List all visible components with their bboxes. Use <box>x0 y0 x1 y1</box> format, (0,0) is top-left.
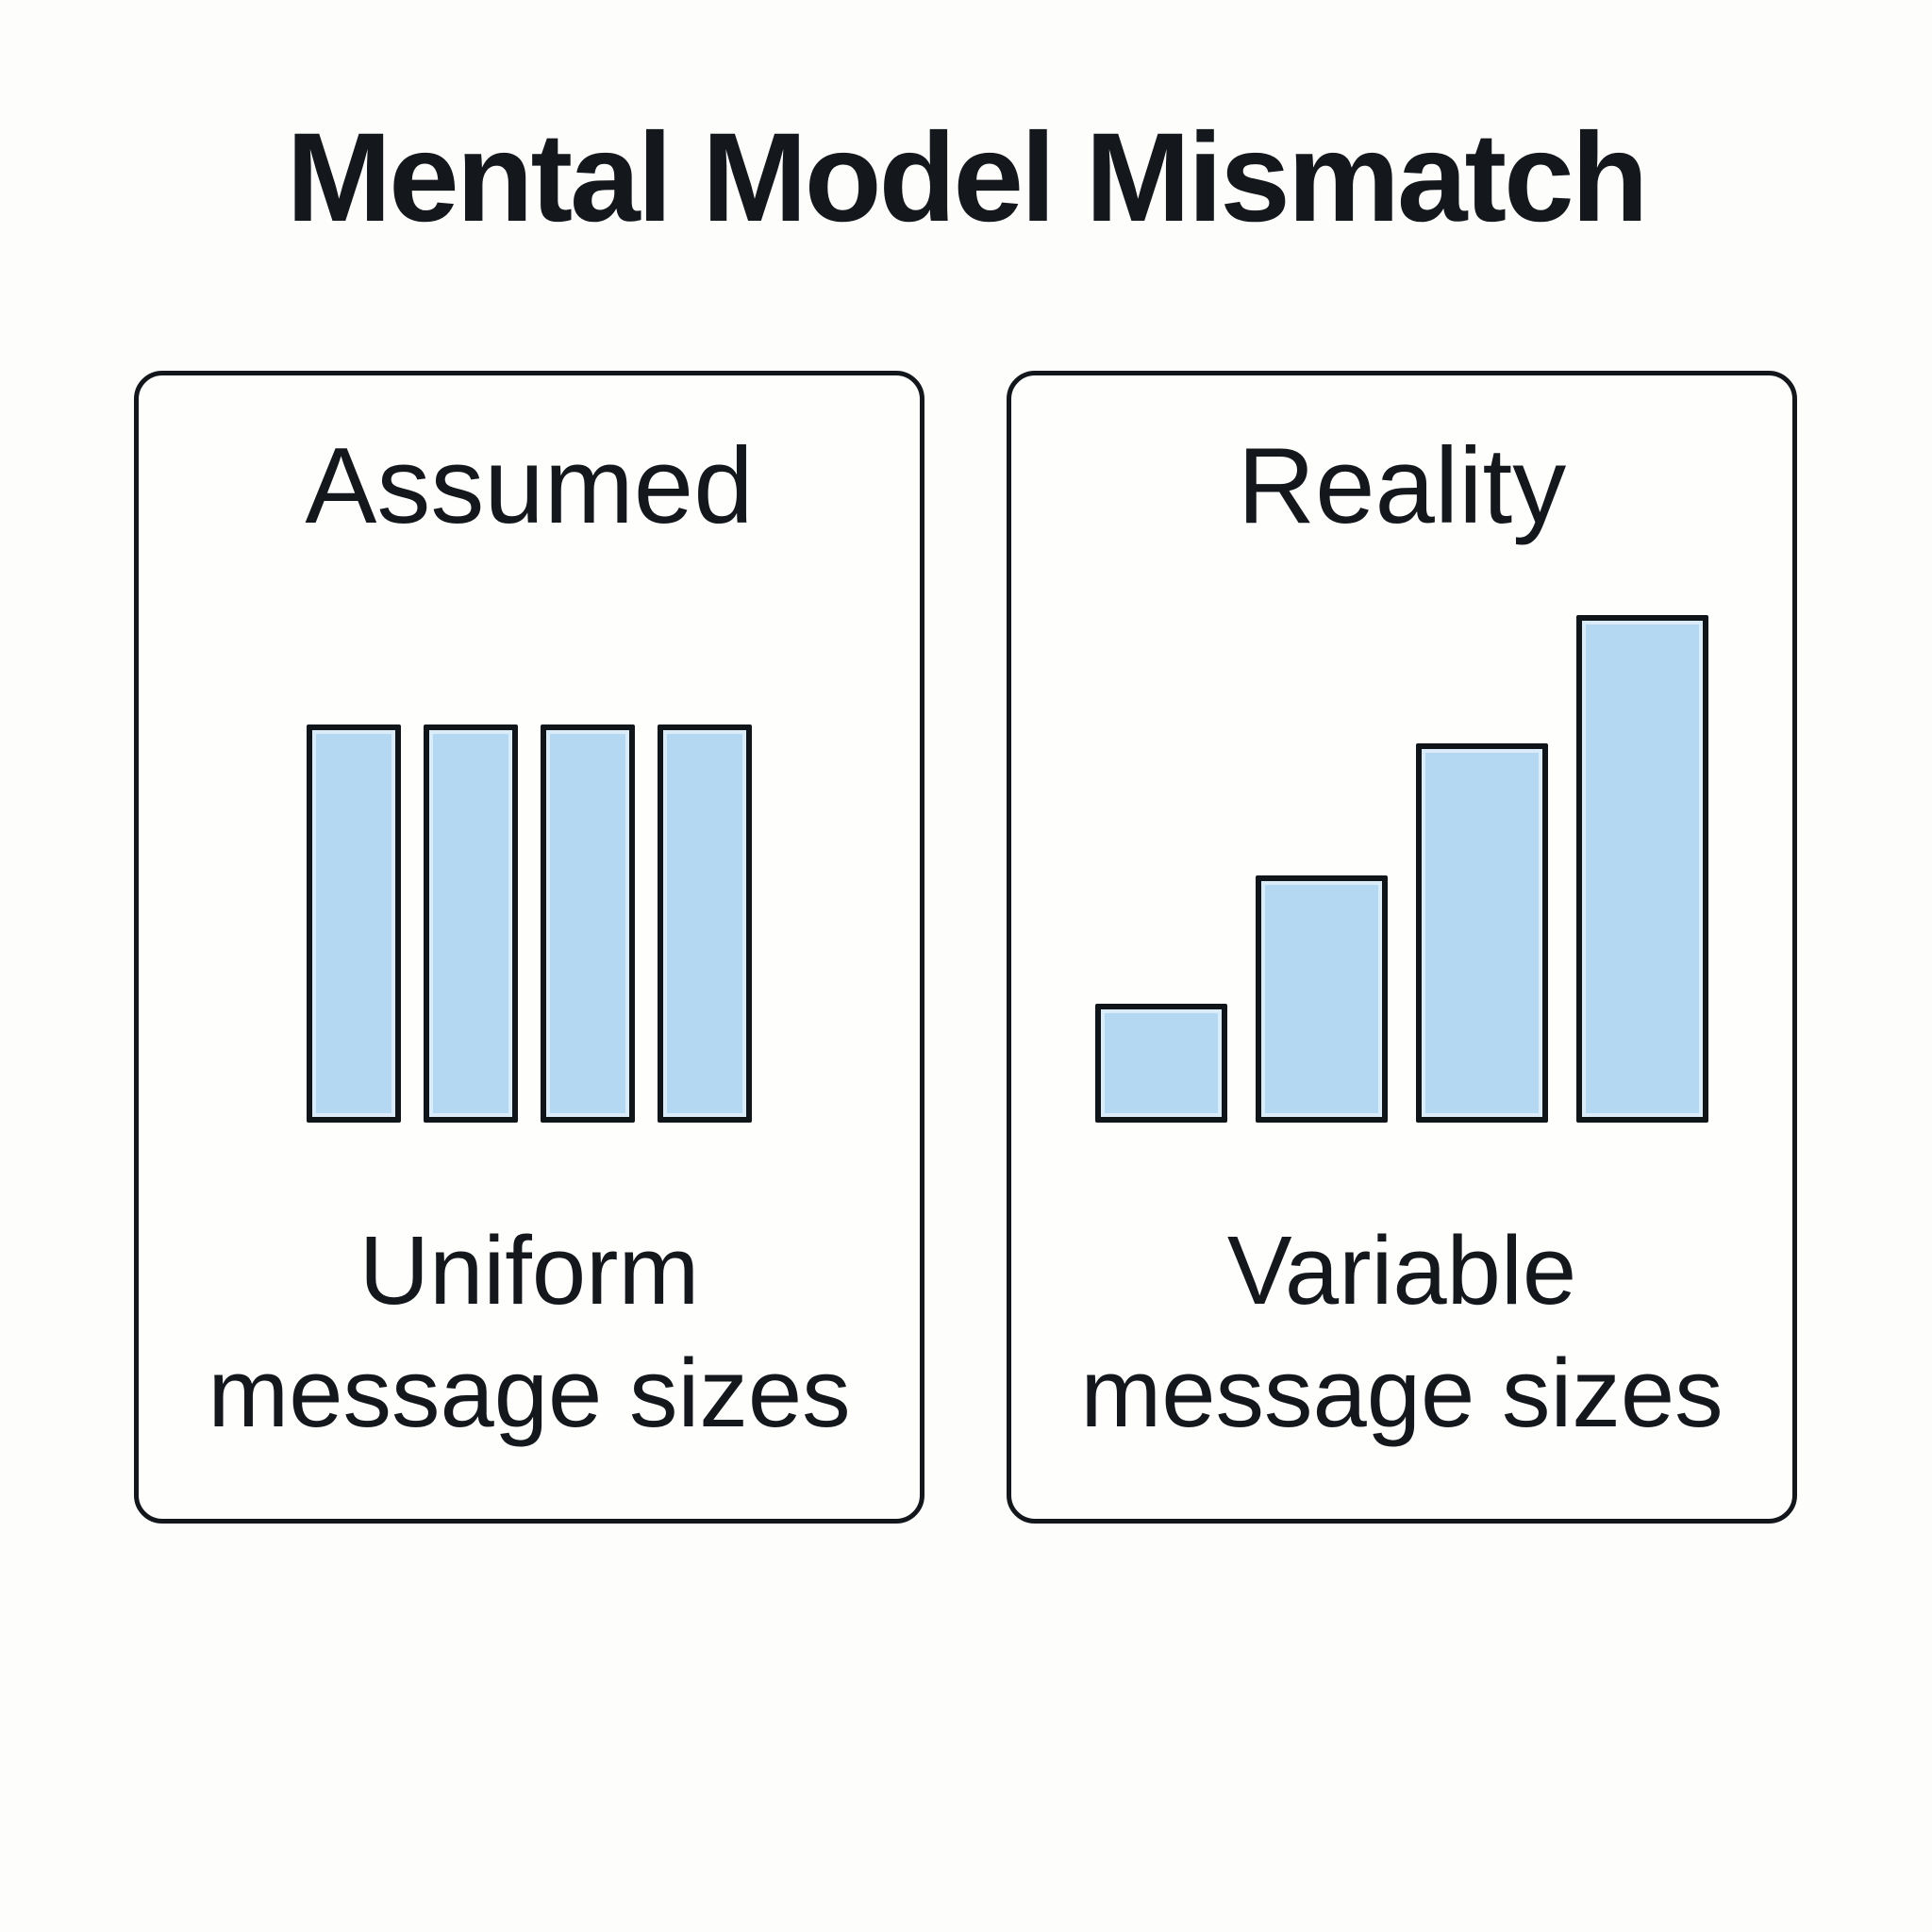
panel-reality-heading: Reality <box>1237 426 1567 546</box>
bar <box>424 724 518 1123</box>
bar <box>541 724 635 1123</box>
caption-line: message sizes <box>1080 1339 1724 1448</box>
panel-assumed: Assumed Uniform message sizes <box>134 371 924 1524</box>
bar <box>1095 1004 1227 1123</box>
bar-group-assumed <box>139 724 920 1123</box>
caption-line: message sizes <box>208 1339 851 1448</box>
panel-assumed-caption: Uniform message sizes <box>139 1209 920 1455</box>
bar <box>307 724 401 1123</box>
bar-group-reality <box>1011 615 1792 1123</box>
bar <box>1256 875 1388 1123</box>
caption-line: Uniform <box>358 1216 700 1325</box>
panel-reality: Reality Variable message sizes <box>1007 371 1797 1524</box>
page-title: Mental Model Mismatch <box>286 108 1649 248</box>
panel-reality-caption: Variable message sizes <box>1011 1209 1792 1455</box>
bar <box>658 724 752 1123</box>
bar <box>1416 743 1548 1123</box>
panel-assumed-heading: Assumed <box>305 426 754 546</box>
caption-line: Variable <box>1226 1216 1577 1325</box>
bar <box>1576 615 1708 1123</box>
